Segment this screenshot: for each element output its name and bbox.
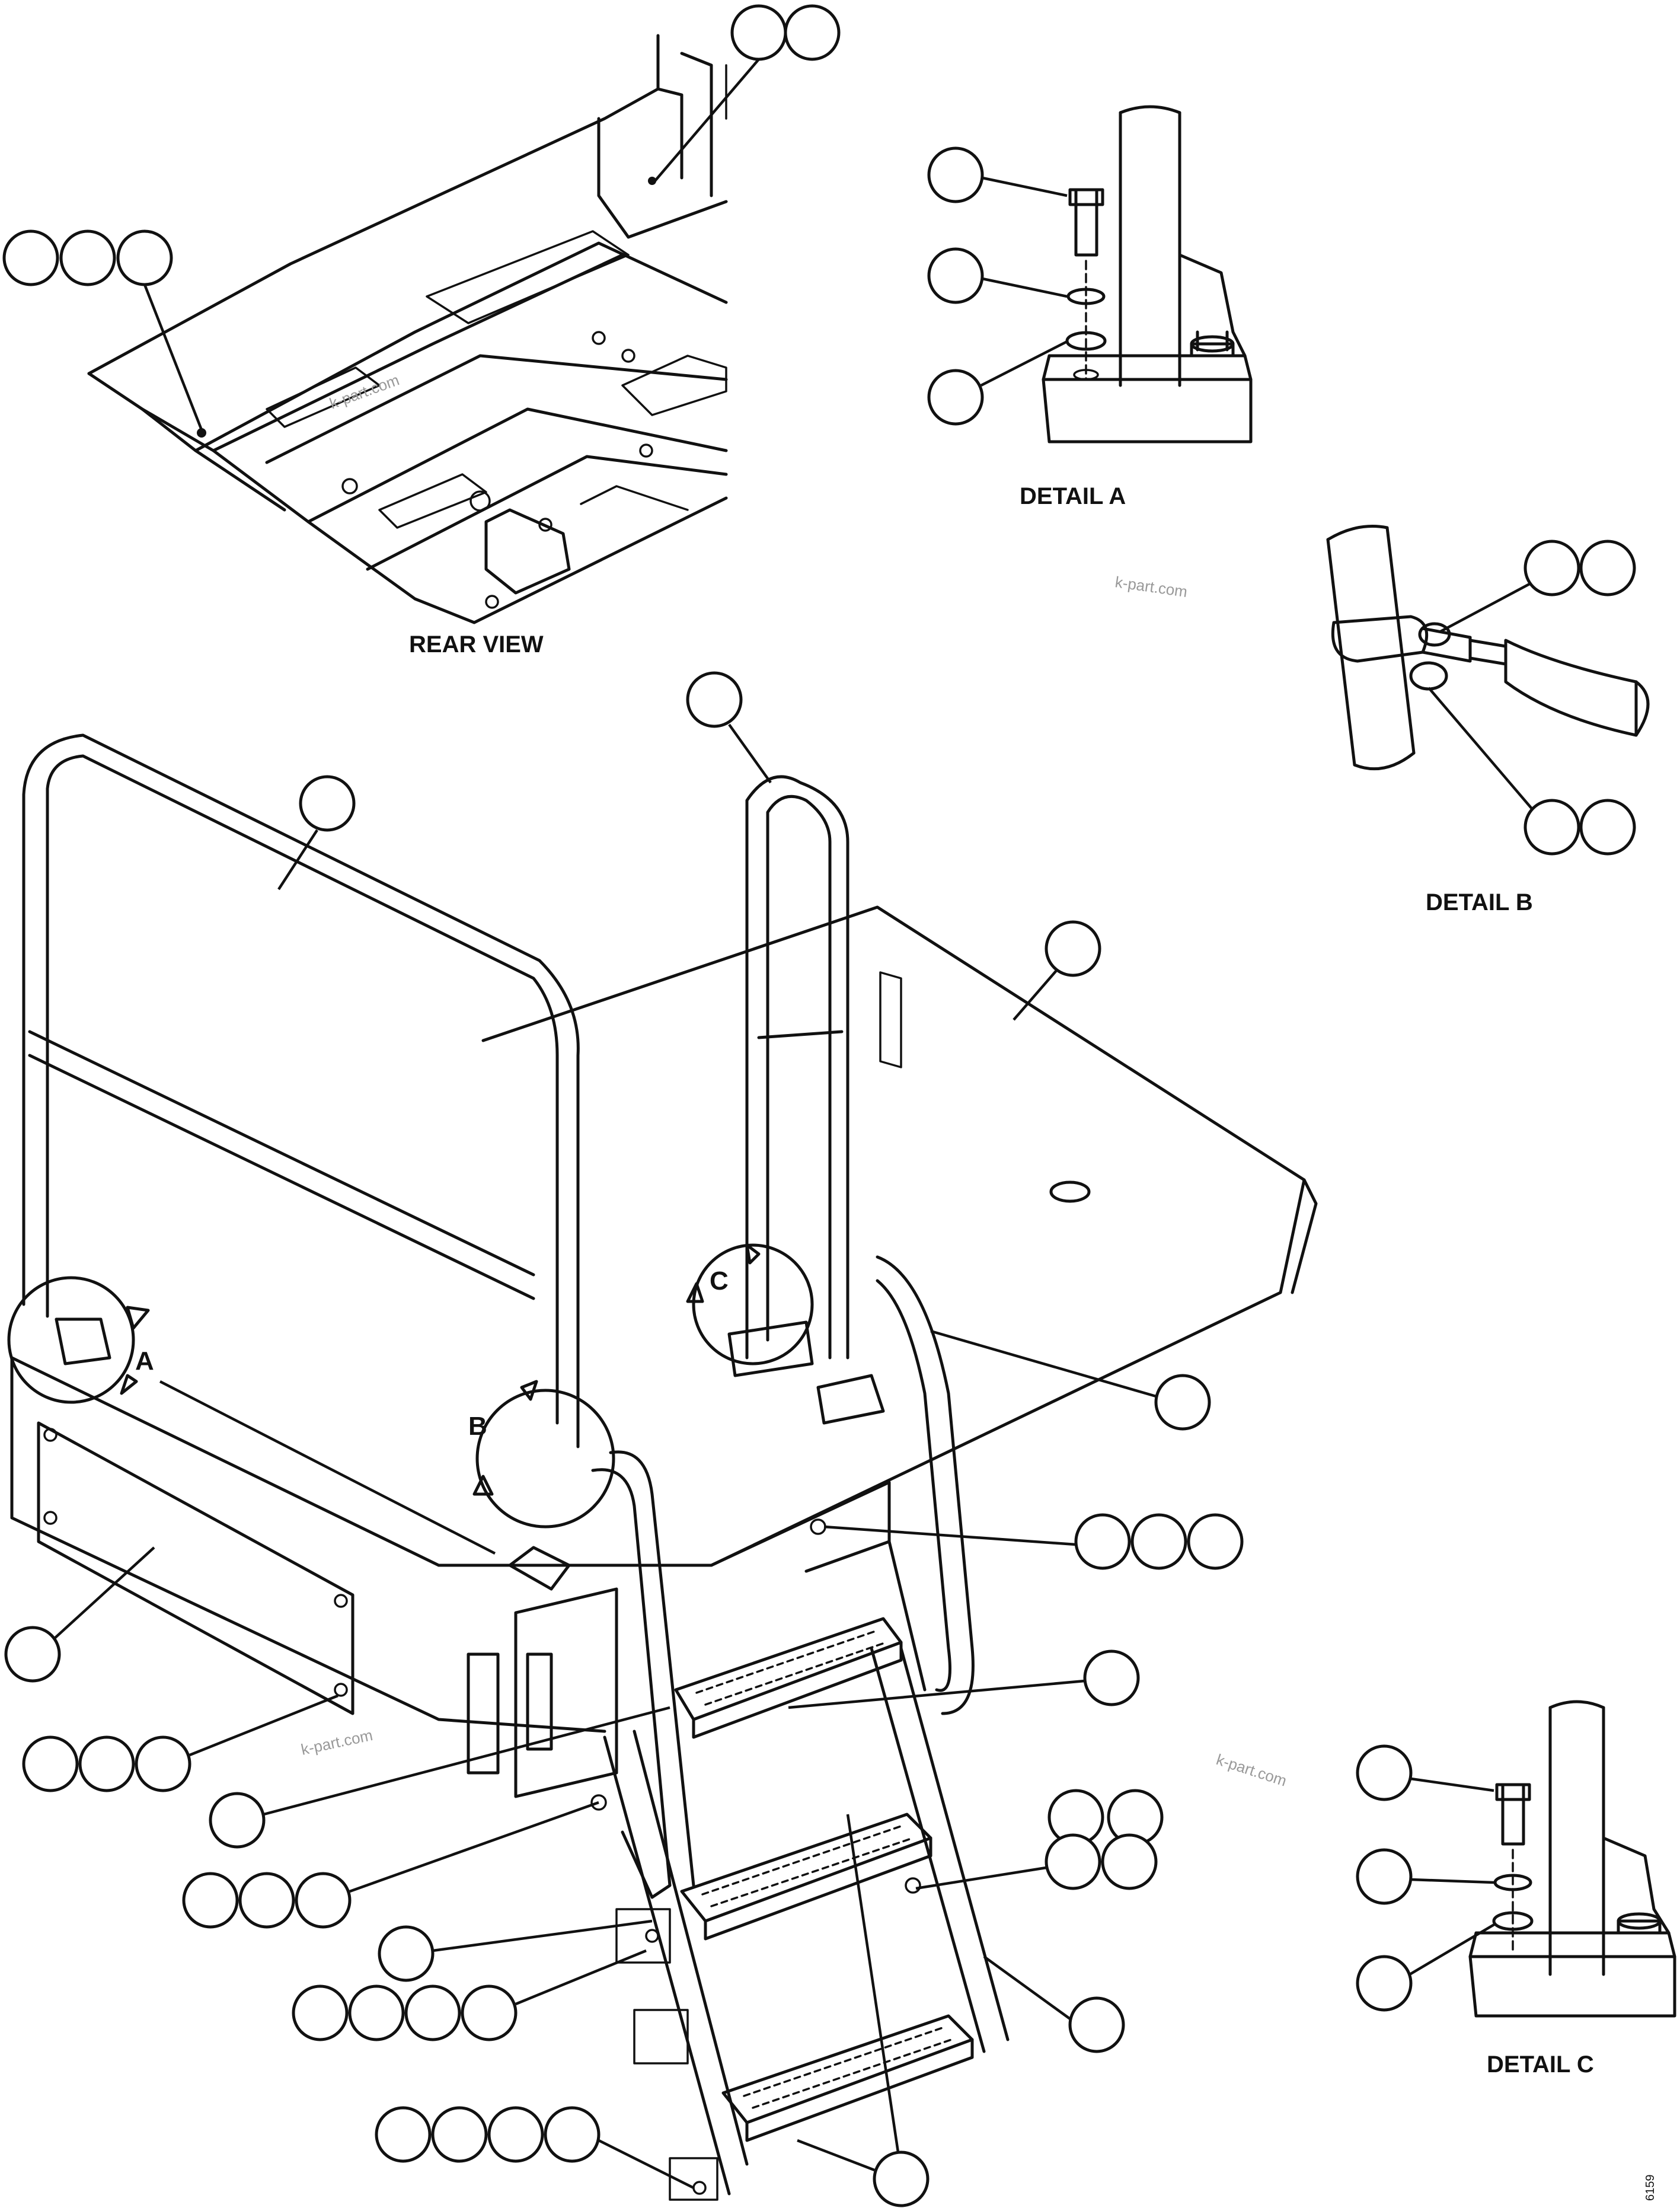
callout-b-letter: B [468, 1412, 487, 1441]
watermark-4: k-part.com [1214, 1750, 1289, 1789]
detail-b-label: DETAIL B [1426, 889, 1533, 915]
callout-c-letter: C [710, 1266, 729, 1296]
detail-c-label: DETAIL C [1487, 2051, 1594, 2078]
detail-b-callouts [1427, 540, 1636, 856]
detail-c-callout [686, 1243, 814, 1365]
stair-step-2 [680, 1813, 932, 1941]
detail-b-drawing [1326, 525, 1650, 771]
watermark-3: k-part.com [299, 1726, 374, 1759]
rear-view-callouts [2, 4, 841, 430]
detail-c-callouts [1356, 1744, 1496, 2012]
detail-c-drawing [1468, 1700, 1676, 2018]
main-callouts [4, 671, 1244, 2207]
detail-a-callouts [927, 146, 1069, 426]
main-platform-drawing [10, 733, 1318, 2201]
stair-step-3 [721, 2014, 974, 2142]
detail-a-callout [7, 1276, 150, 1404]
detail-b-callout [472, 1380, 615, 1529]
detail-a-label: DETAIL A [1020, 483, 1126, 509]
detail-a-drawing [1042, 105, 1253, 443]
drawing-code: 6159 [1644, 2175, 1657, 2201]
rear-view-drawing [87, 34, 728, 624]
watermark-2: k-part.com [1114, 573, 1189, 601]
rear-view-label: REAR VIEW [409, 631, 544, 658]
callout-a-letter: A [135, 1347, 154, 1376]
stair-step-1 [674, 1617, 903, 1739]
